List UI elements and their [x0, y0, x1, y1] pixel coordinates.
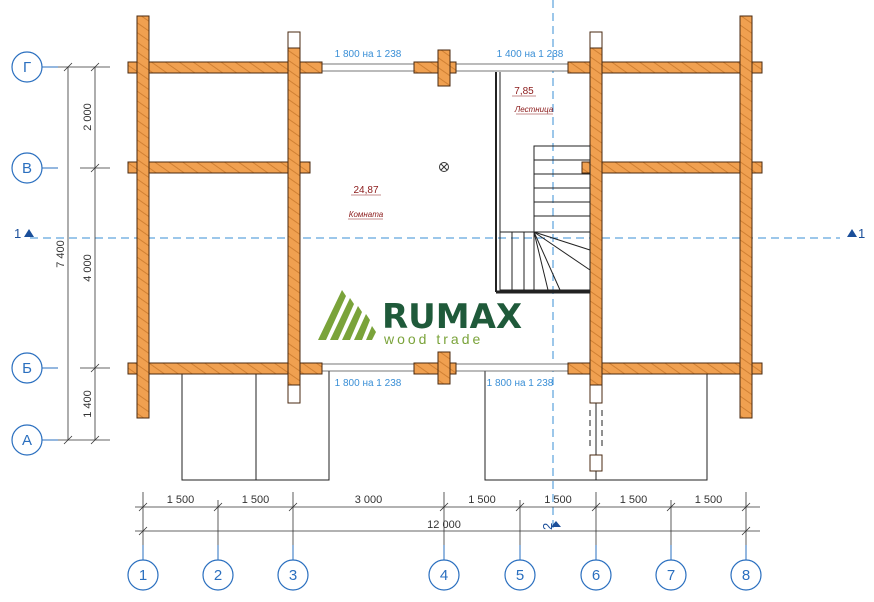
svg-text:3: 3 [289, 567, 297, 584]
dim-ticks [138, 502, 751, 536]
log-walls [127, 15, 763, 419]
axis-bubble-5: 5 [504, 545, 536, 591]
axis-bubble-1: 1 [127, 545, 159, 591]
log-ends [287, 31, 603, 472]
tree-logo-icon [318, 290, 376, 340]
room-area-stair: 7,85 [514, 86, 534, 97]
dim-horizontal-4: 1 500 [468, 494, 496, 506]
dim-horizontal-7: 1 500 [695, 494, 723, 506]
svg-text:А: А [22, 432, 32, 449]
window-label-bottom-right: 1 800 на 1 238 [487, 378, 554, 389]
dim-horizontal-3: 3 000 [355, 494, 383, 506]
dim-horizontal-2: 1 500 [242, 494, 270, 506]
dim-horizontal-1: 1 500 [167, 494, 195, 506]
axis-bubble-2: 2 [202, 545, 234, 591]
svg-text:1: 1 [139, 567, 147, 584]
svg-text:7: 7 [667, 567, 675, 584]
svg-text:В: В [22, 160, 32, 177]
section-marker-right: 1 [847, 226, 865, 241]
axis-bubble-4: А [11, 424, 58, 456]
dim-vertical-2: 4 000 [82, 254, 94, 282]
room-name-main: Комната [349, 210, 384, 219]
axis-bubble-3: Б [11, 352, 58, 384]
rumax-logo: RUMAX wood trade [318, 290, 522, 347]
logo-main-text: RUMAX [382, 297, 522, 337]
axis-bubble-4: 4 [428, 545, 460, 591]
room-area-main: 24,87 [353, 185, 378, 196]
dim-horizontal-total: 12 000 [427, 519, 461, 531]
window-label-bottom-left: 1 800 на 1 238 [335, 378, 402, 389]
door-dashes [589, 410, 603, 450]
logo-sub-text: wood trade [383, 331, 483, 347]
svg-text:4: 4 [440, 567, 448, 584]
dim-horizontal-6: 1 500 [620, 494, 648, 506]
room-name-stair: Лестница [514, 105, 554, 114]
svg-text:Г: Г [23, 59, 31, 76]
svg-text:Б: Б [22, 360, 32, 377]
svg-text:1: 1 [14, 226, 21, 241]
section-marker-bottom: 2 [540, 521, 561, 530]
staircase [495, 72, 591, 294]
dim-vertical-1: 2 000 [82, 103, 94, 131]
axis-bubble-2: В [11, 152, 58, 184]
porch-left [181, 369, 330, 481]
horizontal-dimensions [135, 492, 760, 545]
dim-vertical-3: 1 400 [82, 390, 94, 418]
window-label-top-left: 1 800 на 1 238 [335, 49, 402, 60]
axis-bubble-3: 3 [277, 545, 309, 591]
dim-horizontal-5: 1 500 [544, 494, 572, 506]
axis-bubble-6: 6 [580, 545, 612, 591]
axis-bubble-8: 8 [730, 545, 762, 591]
axis-bubble-7: 7 [655, 545, 687, 591]
dim-vertical-total: 7 400 [55, 240, 67, 268]
svg-text:2: 2 [214, 567, 222, 584]
window-label-top-right: 1 400 на 1 238 [497, 49, 564, 60]
light-fixture-icon [439, 162, 449, 172]
axis-bubble-1: Г [11, 51, 58, 83]
vertical-dimensions [55, 62, 110, 445]
svg-text:8: 8 [742, 567, 750, 584]
svg-text:1: 1 [858, 226, 865, 241]
svg-text:6: 6 [592, 567, 600, 584]
section-marker-left: 1 [14, 226, 34, 241]
svg-text:2: 2 [540, 523, 555, 530]
svg-text:5: 5 [516, 567, 524, 584]
